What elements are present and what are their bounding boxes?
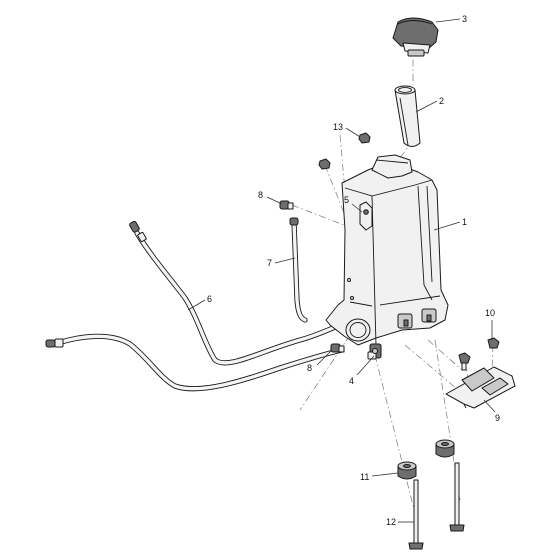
callout-labels: 1 2 3 4 5 6 7 8 8 9 10 11 12 13 — [207, 14, 500, 527]
callout-12: 12 — [386, 517, 396, 527]
leader-lines — [187, 18, 496, 523]
callout-10: 10 — [485, 308, 495, 318]
callout-1: 1 — [462, 217, 467, 227]
callout-8-lower: 8 — [307, 363, 312, 373]
tank-bracket — [359, 201, 373, 231]
callout-9: 9 — [495, 413, 500, 423]
callout-7: 7 — [267, 258, 272, 268]
vent-pipe — [289, 217, 308, 323]
callout-8-upper: 8 — [258, 190, 263, 200]
rubber-mount-right — [435, 439, 455, 458]
hose-clip-upper — [279, 200, 294, 210]
hose-clip-lower — [330, 343, 345, 353]
filler-neck — [394, 85, 421, 147]
callout-6: 6 — [207, 294, 212, 304]
callout-2: 2 — [439, 96, 444, 106]
callout-5: 5 — [344, 195, 349, 205]
bolts — [458, 337, 500, 371]
callout-11: 11 — [360, 472, 369, 482]
outlet-fitting — [367, 343, 382, 360]
filler-cap — [392, 17, 439, 57]
callout-3: 3 — [462, 14, 467, 24]
long-bolt-right — [449, 462, 465, 532]
rubber-mount-left — [397, 461, 417, 480]
callout-13: 13 — [333, 122, 343, 132]
fuel-tank — [325, 154, 449, 346]
fuel-hose — [45, 220, 345, 392]
long-bolt-left — [408, 479, 424, 550]
mounting-bracket — [445, 366, 516, 409]
callout-4: 4 — [349, 376, 354, 386]
hex-nuts — [318, 132, 371, 170]
